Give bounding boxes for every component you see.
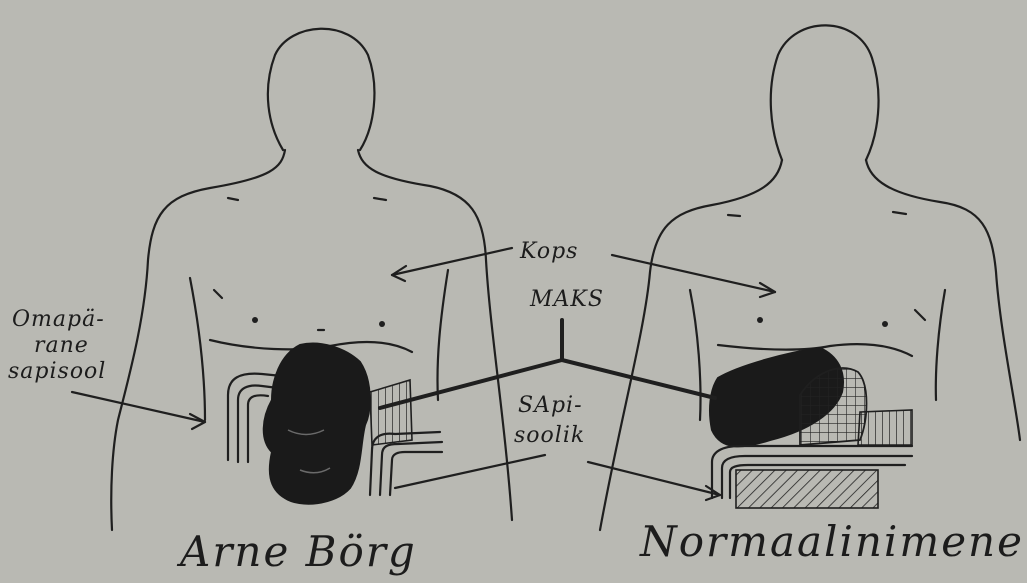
- right-organs: [710, 348, 912, 508]
- label-lungs: Kops: [519, 239, 578, 264]
- label-small-intestine-line1: SApi-: [518, 393, 583, 418]
- label-liver: MAKS: [529, 287, 604, 312]
- right-body-outline: [600, 25, 1020, 530]
- left-organs: [228, 344, 442, 504]
- label-unusual-intestine-line1: Omapä-: [12, 307, 105, 332]
- label-unusual-intestine-line2: rane: [34, 333, 89, 358]
- caption-left-figure: Arne Börg: [176, 527, 417, 576]
- label-unusual-intestine-line3: sapisool: [8, 359, 106, 384]
- caption-right-figure: Normaalinimene: [639, 517, 1024, 566]
- annotation-lines: [72, 248, 775, 500]
- label-small-intestine-line2: soolik: [514, 423, 585, 448]
